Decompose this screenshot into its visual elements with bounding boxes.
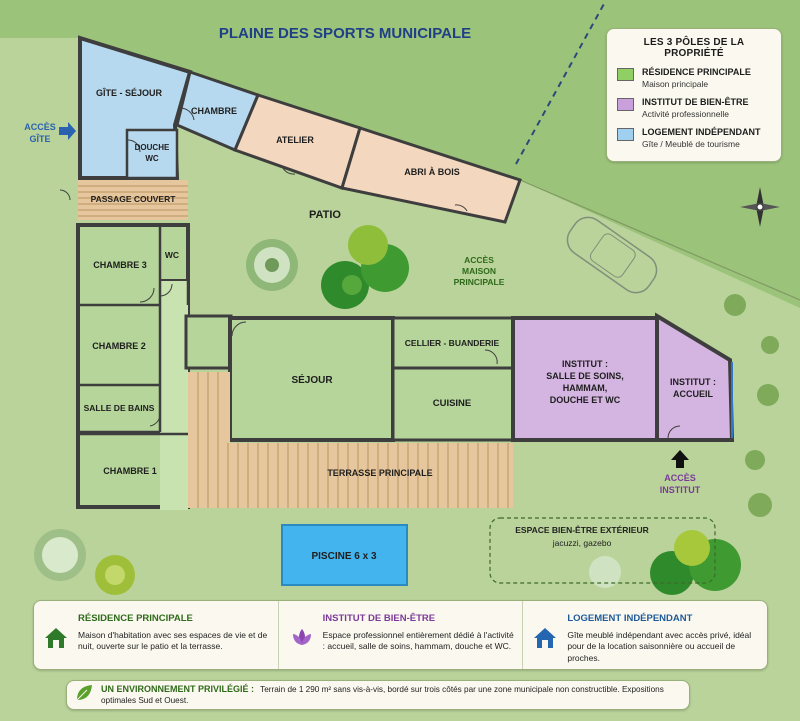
label-chambre-gite: CHAMBRE xyxy=(191,106,237,116)
info-title: INSTITUT DE BIEN-ÊTRE xyxy=(322,613,436,624)
tree-patio-left xyxy=(246,239,298,291)
label-acces-maison-1: ACCÈS xyxy=(464,255,494,265)
room-douche-wc xyxy=(125,128,179,180)
label-piscine: PISCINE 6 x 3 xyxy=(311,551,376,562)
label-acces-institut-2: INSTITUT xyxy=(660,485,701,495)
tree-patio-cluster xyxy=(321,225,409,309)
legend-sub: Gîte / Meublé de tourisme xyxy=(642,139,740,149)
label-institut-3: HAMMAM, xyxy=(563,383,608,393)
tree-bottom-left xyxy=(34,529,135,595)
label-wc: WC xyxy=(165,250,179,260)
corridor xyxy=(160,280,188,510)
label-espace-title: ESPACE BIEN-ÊTRE EXTÉRIEUR xyxy=(515,524,649,535)
label-institut-4: DOUCHE ET WC xyxy=(550,395,621,405)
room-abri-bois xyxy=(340,126,522,224)
pool xyxy=(281,524,408,586)
terrasse-planks xyxy=(197,372,509,508)
info-institut: INSTITUT DE BIEN-ÊTRE Espace professionn… xyxy=(277,601,523,669)
environment-text: Terrain de 1 290 m² sans vis-à-vis, bord… xyxy=(101,684,664,705)
tree-spa-cluster xyxy=(589,530,741,595)
arrow-acces-gite-icon xyxy=(59,122,76,140)
boundary-dashed-line xyxy=(515,1,606,165)
info-residence: RÉSIDENCE PRINCIPALE Maison d'habitation… xyxy=(34,601,278,669)
label-accueil-2: ACCUEIL xyxy=(673,389,714,399)
label-gite-sejour: GÎTE - SÉJOUR xyxy=(96,87,163,98)
legend-swatch-institut xyxy=(617,98,634,111)
label-patio: PATIO xyxy=(309,209,341,221)
environment-panel: UN ENVIRONNEMENT PRIVILÉGIÉ : Terrain de… xyxy=(66,680,690,710)
info-text: Espace professionnel entièrement dédié à… xyxy=(322,630,514,652)
legend-name: INSTITUT DE BIEN-ÊTRE xyxy=(642,97,749,107)
legend-name: RÉSIDENCE PRINCIPALE xyxy=(642,67,751,77)
legend-panel: LES 3 PÔLES DE LA PROPRIÉTÉ RÉSIDENCE PR… xyxy=(606,28,782,162)
home-blue-icon xyxy=(533,613,567,663)
environment-text-block: UN ENVIRONNEMENT PRIVILÉGIÉ : Terrain de… xyxy=(101,684,681,706)
label-institut-1: INSTITUT : xyxy=(562,359,608,369)
label-acces-gite-2: GÎTE xyxy=(29,133,50,144)
hallway xyxy=(184,314,233,370)
compass-icon xyxy=(740,187,780,227)
label-institut-2: SALLE DE SOINS, xyxy=(546,371,624,381)
legend-item-institut: INSTITUT DE BIEN-ÊTRE Activité professio… xyxy=(617,97,771,119)
label-terrasse: TERRASSE PRINCIPALE xyxy=(327,468,432,478)
legend-swatch-residence xyxy=(617,68,634,81)
label-chambre1: CHAMBRE 1 xyxy=(103,466,157,476)
info-text: Maison d'habitation avec ses espaces de … xyxy=(78,630,268,652)
label-chambre2: CHAMBRE 2 xyxy=(92,341,146,351)
passage-couvert xyxy=(78,180,188,220)
room-cuisine xyxy=(391,366,515,442)
label-douche: DOUCHE xyxy=(135,143,170,152)
arrow-acces-institut-icon xyxy=(671,450,689,468)
boundary-line xyxy=(519,179,800,301)
legend-title: LES 3 PÔLES DE LA PROPRIÉTÉ xyxy=(643,37,745,59)
legend-sub: Activité professionnelle xyxy=(642,109,729,119)
label-sejour: SÉJOUR xyxy=(291,373,333,386)
info-text: Gîte meublé indépendant avec accès privé… xyxy=(567,630,752,663)
label-salle-bains: SALLE DE BAINS xyxy=(84,403,155,413)
page-title: PLAINE DES SPORTS MUNICIPALE xyxy=(219,25,471,42)
house-icon xyxy=(44,613,78,663)
room-institut-soins xyxy=(511,316,659,442)
label-espace-sub: jacuzzi, gazebo xyxy=(552,538,612,548)
info-title: LOGEMENT INDÉPENDANT xyxy=(567,613,693,624)
terrasse-principale xyxy=(188,443,513,508)
lotus-icon xyxy=(289,613,323,663)
label-atelier: ATELIER xyxy=(276,135,314,145)
label-accueil-1: INSTITUT : xyxy=(670,377,716,387)
label-cellier: CELLIER - BUANDERIE xyxy=(405,338,500,348)
municipal-field xyxy=(0,0,800,308)
label-acces-maison-2: MAISON xyxy=(462,266,496,276)
label-abri-bois: ABRI À BOIS xyxy=(404,167,460,177)
shrubs-right xyxy=(724,294,779,517)
environment-title: UN ENVIRONNEMENT PRIVILÉGIÉ : xyxy=(101,683,255,694)
legend-item-logement: LOGEMENT INDÉPENDANT Gîte / Meublé de to… xyxy=(617,127,771,149)
room-institut-accueil xyxy=(655,312,735,442)
info-logement: LOGEMENT INDÉPENDANT Gîte meublé indépen… xyxy=(522,601,767,669)
leaf-icon xyxy=(75,684,101,707)
door-swings xyxy=(59,107,681,439)
label-acces-gite-1: ACCÈS xyxy=(24,122,56,132)
label-chambre3: CHAMBRE 3 xyxy=(93,260,147,270)
label-acces-maison-3: PRINCIPALE xyxy=(454,277,505,287)
car-outline xyxy=(566,216,658,294)
passage-planks xyxy=(78,185,188,217)
info-panel: RÉSIDENCE PRINCIPALE Maison d'habitation… xyxy=(33,600,768,670)
label-passage-couvert: PASSAGE COUVERT xyxy=(91,194,177,204)
label-cuisine: CUISINE xyxy=(433,398,472,409)
label-acces-institut-1: ACCÈS xyxy=(664,473,696,483)
legend-name: LOGEMENT INDÉPENDANT xyxy=(642,127,761,137)
legend-item-residence: RÉSIDENCE PRINCIPALE Maison principale xyxy=(617,67,771,89)
room-cellier xyxy=(391,316,515,370)
legend-swatch-logement xyxy=(617,128,634,141)
label-douche-wc: WC xyxy=(145,154,159,163)
deck-steps xyxy=(188,372,230,444)
legend-sub: Maison principale xyxy=(642,79,709,89)
info-title: RÉSIDENCE PRINCIPALE xyxy=(78,613,193,624)
